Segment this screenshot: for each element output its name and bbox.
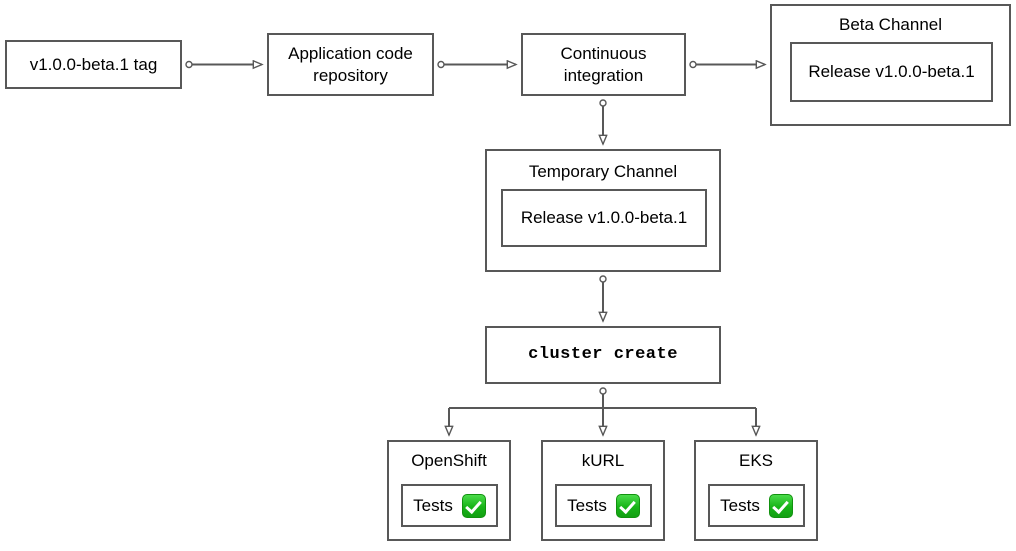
node-kurl-tests[interactable]: Tests <box>555 484 652 527</box>
node-beta-channel-release-label: Release v1.0.0-beta.1 <box>808 62 975 82</box>
check-mark-green-icon <box>768 493 793 518</box>
node-beta-channel[interactable]: Beta Channel Release v1.0.0-beta.1 <box>770 4 1011 126</box>
node-version-tag[interactable]: v1.0.0-beta.1 tag <box>5 40 182 89</box>
node-cluster-create[interactable]: cluster create <box>485 326 721 384</box>
check-mark-green-icon <box>615 493 640 518</box>
node-openshift-tests[interactable]: Tests <box>401 484 498 527</box>
node-version-tag-label: v1.0.0-beta.1 tag <box>29 54 158 74</box>
node-kurl[interactable]: kURL Tests <box>541 440 665 541</box>
check-mark-green-icon <box>461 493 486 518</box>
node-application-code-repository[interactable]: Application code repository <box>267 33 434 96</box>
node-kurl-title: kURL <box>581 451 625 470</box>
node-temporary-channel-title: Temporary Channel <box>528 162 678 181</box>
node-continuous-integration[interactable]: Continuous integration <box>521 33 686 96</box>
node-eks[interactable]: EKS Tests <box>694 440 818 541</box>
node-cluster-create-label: cluster create <box>528 345 678 365</box>
node-beta-channel-release[interactable]: Release v1.0.0-beta.1 <box>790 42 993 102</box>
node-openshift-tests-label: Tests <box>413 495 453 515</box>
node-application-code-repository-label: Application code repository <box>288 44 413 85</box>
node-kurl-tests-label: Tests <box>567 495 607 515</box>
node-beta-channel-title: Beta Channel <box>838 15 943 34</box>
node-eks-tests-label: Tests <box>720 495 760 515</box>
node-openshift-title: OpenShift <box>411 451 487 470</box>
node-continuous-integration-label: Continuous integration <box>560 44 647 85</box>
node-temporary-channel[interactable]: Temporary Channel Release v1.0.0-beta.1 <box>485 149 721 272</box>
node-eks-tests[interactable]: Tests <box>708 484 805 527</box>
node-openshift[interactable]: OpenShift Tests <box>387 440 511 541</box>
node-temporary-channel-release-label: Release v1.0.0-beta.1 <box>520 208 688 228</box>
node-temporary-channel-release[interactable]: Release v1.0.0-beta.1 <box>501 189 707 247</box>
node-eks-title: EKS <box>738 451 774 470</box>
